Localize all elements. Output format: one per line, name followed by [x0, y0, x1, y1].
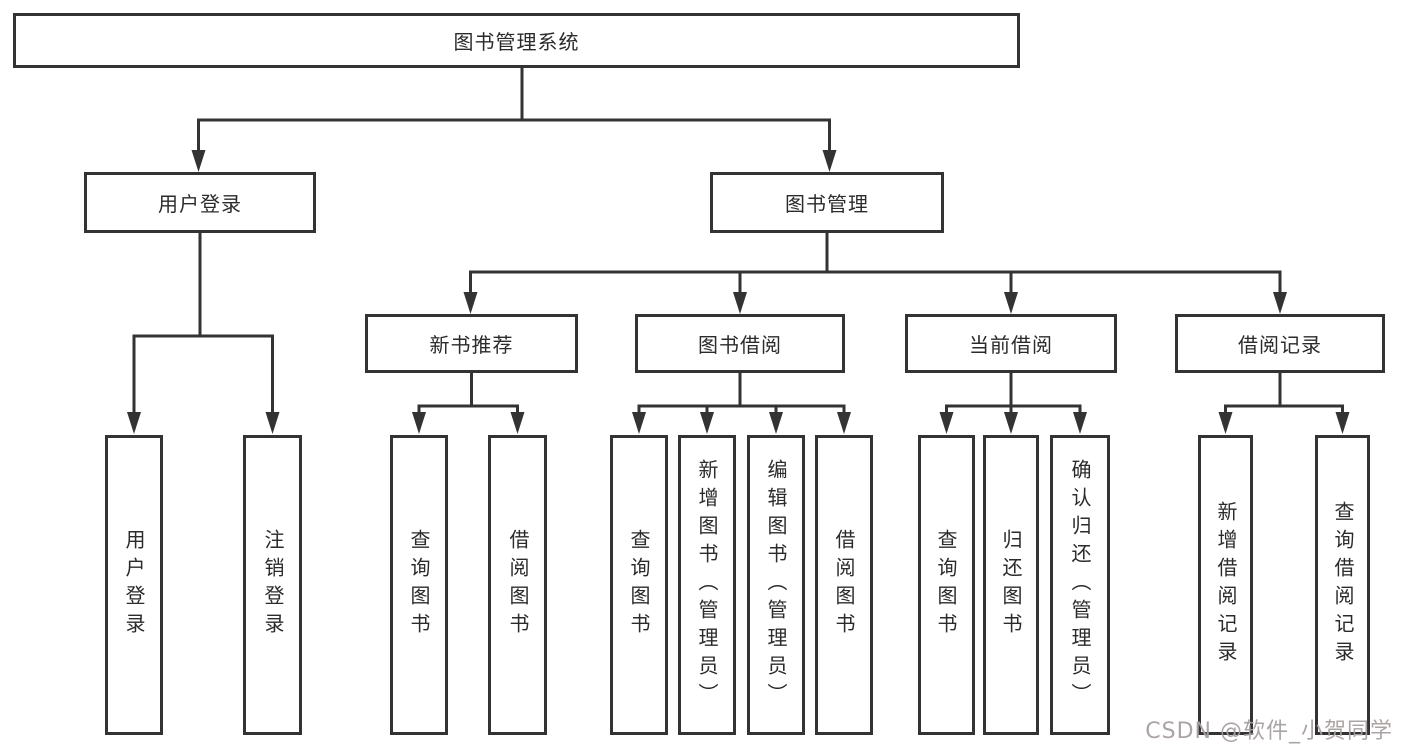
connector-new-book-recommend-group: [417, 373, 519, 414]
leaf-borrowing-query-book: 查询图书: [610, 435, 668, 735]
node-book-borrowing: 图书借阅: [635, 314, 845, 373]
arrowheads-root-to-level2: [191, 150, 837, 172]
leaf-logout-login: 注销登录: [243, 435, 302, 735]
leaf-current-query-book: 查询图书: [918, 435, 975, 735]
leaf-current-return-book: 归还图书: [983, 435, 1039, 735]
watermark: CSDN @软件_小贺同学: [1145, 719, 1393, 744]
leaf-recommend-query-book: 查询图书: [390, 435, 448, 735]
leaf-user-login: 用户登录: [105, 435, 163, 735]
leaf-records-query-record: 查询借阅记录: [1315, 435, 1370, 735]
leaf-borrowing-edit-book-admin: 编辑图书（管理员）: [747, 435, 805, 735]
connector-current-borrowing-group: [945, 373, 1082, 414]
arrowheads-current-borrowing-group: [939, 412, 1087, 434]
connector-book-borrowing-group: [637, 373, 846, 414]
leaf-recommend-borrow-book: 借阅图书: [488, 435, 547, 735]
node-root-library-management-system: 图书管理系统: [13, 13, 1020, 68]
connector-borrowing-records-group: [1224, 373, 1344, 414]
connector-book-management-group: [469, 233, 1282, 294]
node-book-management: 图书管理: [710, 172, 944, 233]
node-new-book-recommend: 新书推荐: [365, 314, 578, 373]
node-current-borrowing: 当前借阅: [905, 314, 1117, 373]
node-user-login: 用户登录: [84, 172, 316, 233]
arrowheads-book-borrowing-group: [632, 412, 851, 434]
node-borrowing-records: 借阅记录: [1175, 314, 1385, 373]
arrowheads-book-management-group: [463, 292, 1287, 314]
leaf-borrowing-add-book-admin: 新增图书（管理员）: [678, 435, 736, 735]
arrowheads-new-book-recommend-group: [412, 412, 525, 434]
leaf-borrowing-borrow-book: 借阅图书: [815, 435, 873, 735]
leaf-current-confirm-return-admin: 确认归还（管理员）: [1050, 435, 1110, 735]
arrowheads-borrowing-records-group: [1218, 412, 1350, 434]
connector-root-to-level2: [197, 68, 831, 152]
arrowheads-user-login-group: [127, 412, 280, 434]
leaf-records-add-record: 新增借阅记录: [1198, 435, 1253, 735]
connector-user-login-group: [132, 233, 274, 414]
